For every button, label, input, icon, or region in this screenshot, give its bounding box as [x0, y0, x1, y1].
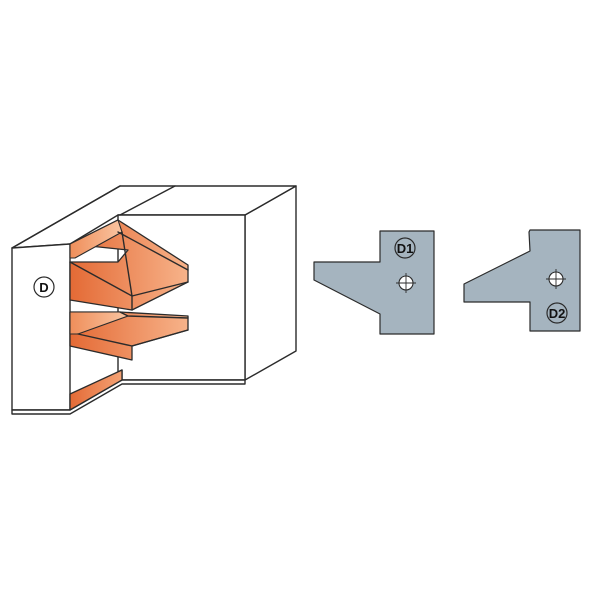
upper-profile-lower-edge	[69, 261, 133, 311]
knife-d1-label: D1	[397, 241, 414, 256]
knife-d2: D2	[463, 229, 581, 332]
knife-d2-label-circle	[546, 302, 568, 324]
block-top-inner-edge	[119, 185, 176, 216]
block-right-face	[244, 185, 297, 381]
workpiece-label-badge: D	[33, 276, 55, 298]
knife-d1-label-circle	[394, 237, 416, 259]
knife-d2-hole-icon	[546, 269, 566, 289]
knife-d2-label: D2	[549, 306, 566, 321]
workpiece-label-circle	[33, 276, 55, 298]
middle-profile-fold	[77, 329, 189, 347]
upper-profile-top	[69, 219, 123, 259]
block-back-edge	[11, 185, 121, 249]
middle-profile-top	[69, 311, 129, 335]
workpiece-label: D	[39, 280, 48, 295]
workpiece-block	[11, 185, 297, 415]
lower-profile-face	[69, 369, 123, 411]
middle-cut-profile	[69, 311, 189, 361]
block-front-face	[11, 243, 71, 411]
lower-cut-profile	[69, 369, 123, 411]
knife-d1-hole-icon	[396, 273, 416, 293]
middle-profile-ridge	[119, 311, 189, 319]
upper-profile-ridge	[117, 231, 189, 271]
upper-cut-profile	[69, 219, 189, 311]
knife-d1: D1	[313, 230, 435, 335]
knife-d1-body	[313, 230, 435, 335]
